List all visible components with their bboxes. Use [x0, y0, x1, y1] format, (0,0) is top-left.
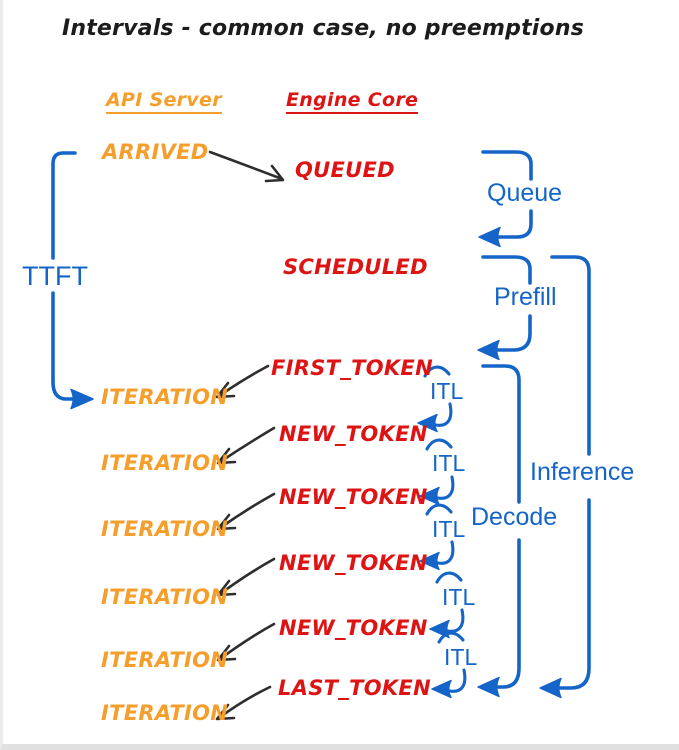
ttft-bracket	[51, 151, 94, 410]
interval-label-inference: Inference	[530, 458, 635, 486]
event-scheduled: SCHEDULED	[283, 255, 428, 279]
event-iteration-3: ITERATION	[101, 517, 229, 541]
connector-layer	[51, 150, 591, 721]
interval-label-itl-4: ITL	[442, 584, 476, 610]
column-header-api-server: API Server	[106, 90, 222, 114]
event-iteration-1: ITERATION	[101, 385, 229, 409]
diagram-title: Intervals - common case, no preemptions	[61, 16, 585, 41]
event-new-token-1: NEW_TOKEN	[279, 422, 428, 446]
event-new-token-3: NEW_TOKEN	[279, 551, 428, 575]
itl-hook-4	[429, 571, 465, 639]
event-first-token: FIRST_TOKEN	[271, 356, 433, 380]
interval-label-decode: Decode	[471, 503, 558, 531]
itl-hook-3	[419, 503, 455, 571]
event-iteration-5: ITERATION	[101, 648, 229, 672]
event-iteration-6: ITERATION	[101, 701, 229, 725]
decode-bracket	[477, 364, 521, 698]
inference-bracket	[539, 255, 591, 699]
arrow-new-token-2-to-iteration	[216, 492, 276, 531]
itl-hook-1	[417, 365, 453, 433]
column-header-engine-core: Engine Core	[286, 90, 419, 114]
interval-label-itl-3: ITL	[432, 516, 466, 542]
arrow-new-token-3-to-iteration	[216, 557, 276, 597]
queue-bracket	[478, 150, 533, 248]
interval-label-ttft: TTFT	[22, 261, 88, 291]
event-new-token-4: NEW_TOKEN	[279, 616, 428, 640]
itl-hook-5	[431, 631, 467, 699]
arrow-new-token-4-to-iteration	[216, 622, 276, 662]
prefill-bracket	[477, 255, 532, 361]
interval-label-itl-5: ITL	[444, 644, 478, 670]
arrow-last-token-to-iteration	[215, 685, 272, 721]
event-arrived: ARRIVED	[102, 140, 209, 164]
event-iteration-2: ITERATION	[101, 451, 229, 475]
event-iteration-4: ITERATION	[101, 585, 229, 609]
arrow-first-token-to-iteration	[215, 364, 270, 399]
interval-label-itl-1: ITL	[430, 378, 464, 404]
arrow-arrived-to-queued	[208, 150, 285, 183]
interval-label-itl-2: ITL	[432, 450, 466, 476]
interval-label-queue: Queue	[487, 179, 563, 207]
arrow-new-token-1-to-iteration	[216, 426, 276, 465]
interval-label-prefill: Prefill	[494, 283, 557, 311]
event-last-token: LAST_TOKEN	[278, 676, 431, 700]
itl-hook-2	[419, 438, 455, 506]
event-new-token-2: NEW_TOKEN	[279, 485, 428, 509]
event-queued: QUEUED	[295, 158, 395, 182]
